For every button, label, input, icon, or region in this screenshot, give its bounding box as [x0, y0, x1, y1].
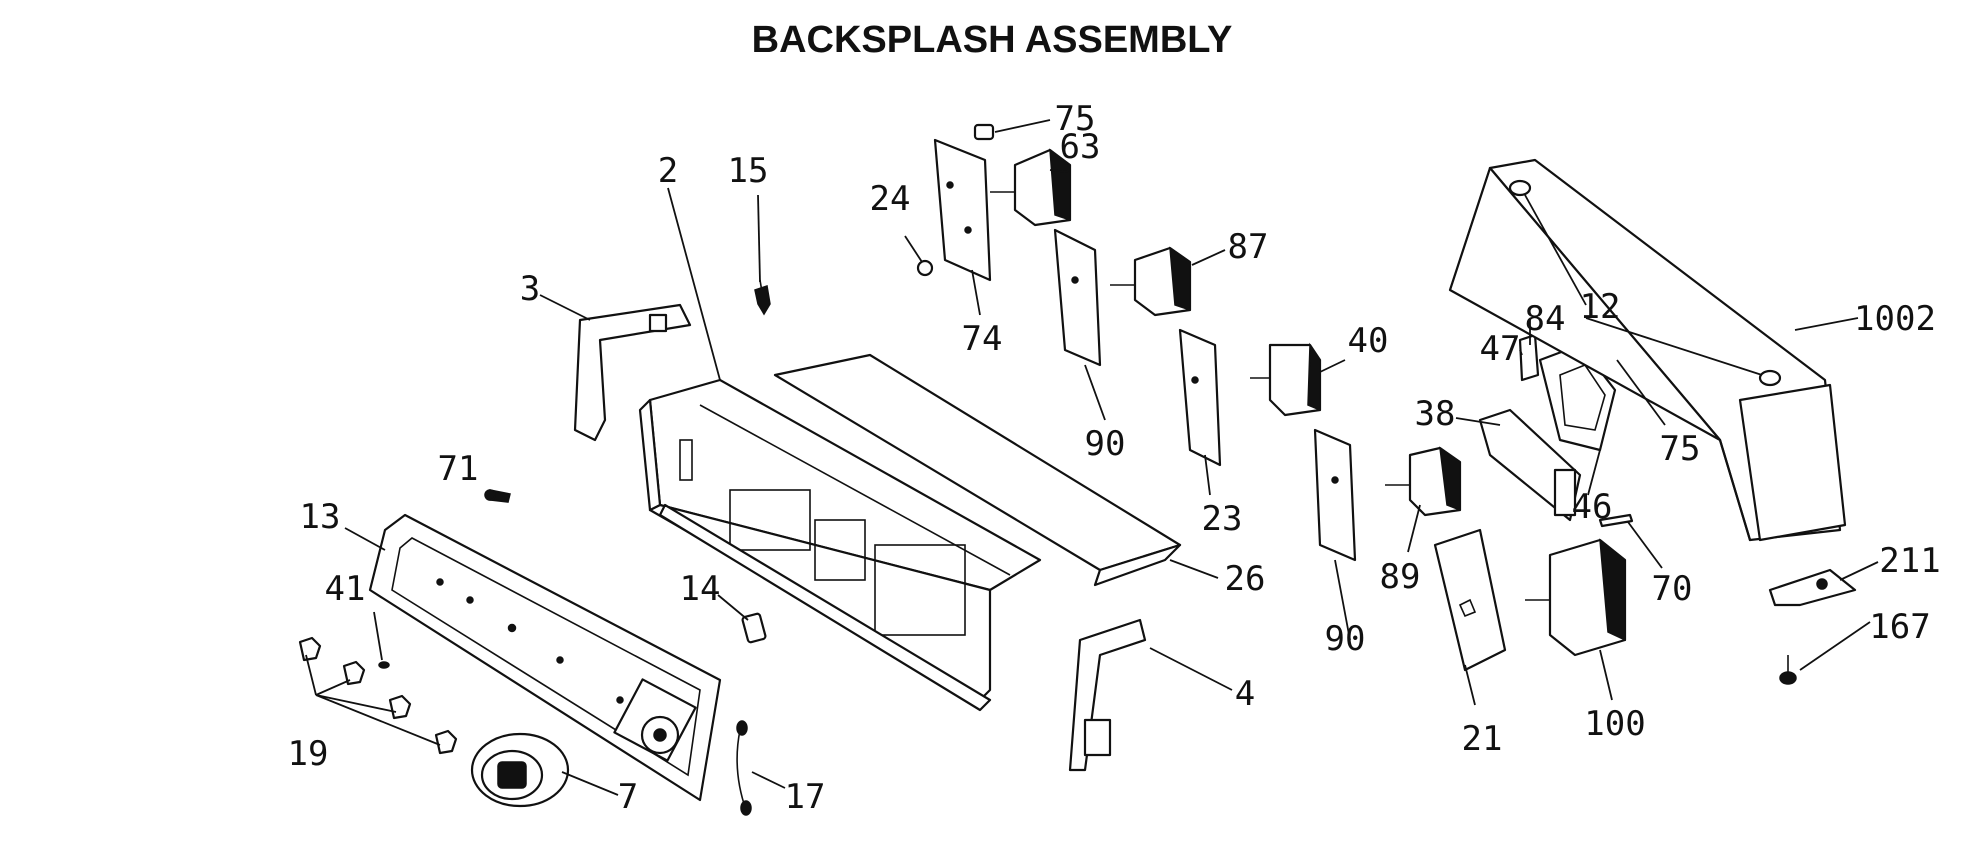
callout-47: 47: [1480, 329, 1521, 369]
part-90-bracket-lower: [1313, 428, 1357, 562]
part-1002-rear-housing: [1448, 158, 1847, 542]
callout-24: 24: [870, 179, 911, 219]
callout-63: 63: [1060, 127, 1101, 167]
callout-17: 17: [785, 777, 826, 817]
callout-3: 3: [520, 269, 540, 309]
callout-75-lower: 75: [1660, 429, 1701, 469]
callout-90-upper: 90: [1085, 424, 1126, 464]
part-17-harness: [736, 720, 752, 816]
part-2-backsplash-frame: [638, 378, 1042, 712]
part-24-screw: [916, 259, 934, 277]
callout-labels: 2 3 4 7 12 13 14 15 17 19 21 23 24 26 38…: [288, 99, 1941, 817]
part-211-bracket: [1768, 568, 1857, 607]
part-23-bracket: [1178, 328, 1222, 467]
part-100-timer: [1525, 538, 1627, 657]
part-87-switch: [1110, 246, 1192, 317]
callout-90-lower: 90: [1325, 619, 1366, 659]
callout-21: 21: [1462, 719, 1503, 759]
leader-lines: [305, 119, 1879, 796]
part-63-switch: [990, 148, 1072, 227]
callout-14: 14: [680, 569, 721, 609]
part-90-bracket-upper: [1053, 228, 1102, 367]
callout-71: 71: [438, 449, 479, 489]
callout-1002: 1002: [1854, 299, 1936, 339]
callout-74: 74: [962, 319, 1003, 359]
part-21-plate: [1433, 528, 1507, 672]
callout-13: 13: [300, 497, 341, 537]
part-26-top-cover: [773, 353, 1182, 587]
part-15-screw: [754, 279, 771, 316]
callout-40: 40: [1348, 321, 1389, 361]
callout-167: 167: [1869, 607, 1930, 647]
callout-87: 87: [1228, 227, 1269, 267]
callout-84: 84: [1525, 299, 1566, 339]
callout-23: 23: [1202, 499, 1243, 539]
part-38-bracket: [1478, 408, 1582, 522]
callout-100: 100: [1584, 704, 1645, 744]
part-14-clip: [741, 612, 767, 644]
callout-89: 89: [1380, 557, 1421, 597]
part-74-bracket: [933, 138, 992, 282]
callout-2: 2: [658, 151, 678, 191]
callout-70: 70: [1652, 569, 1693, 609]
callout-46: 46: [1572, 487, 1613, 527]
part-167-foot: [1779, 655, 1797, 685]
callout-15: 15: [728, 151, 769, 191]
callout-41: 41: [325, 569, 366, 609]
callout-12: 12: [1580, 287, 1621, 327]
callout-38: 38: [1415, 394, 1456, 434]
callout-4: 4: [1235, 674, 1255, 714]
callout-75-upper: 75: [1055, 99, 1096, 139]
callout-19: 19: [288, 734, 329, 774]
part-13-control-panel: [368, 513, 722, 802]
callout-7: 7: [618, 777, 638, 817]
part-40-switch: [1250, 342, 1322, 417]
part-71-screw: [484, 489, 511, 503]
part-75-screw-upper: [973, 123, 995, 141]
part-70-screw: [1598, 513, 1634, 528]
part-3-end-bracket: [573, 303, 692, 442]
diagram-title: BACKSPLASH ASSEMBLY: [752, 19, 1233, 61]
part-47-clip: [1518, 333, 1540, 382]
part-4-end-bracket: [1068, 618, 1147, 772]
part-89-switch: [1385, 446, 1462, 517]
callout-211: 211: [1879, 541, 1940, 581]
callout-26: 26: [1225, 559, 1266, 599]
part-7-knob: [470, 732, 570, 808]
